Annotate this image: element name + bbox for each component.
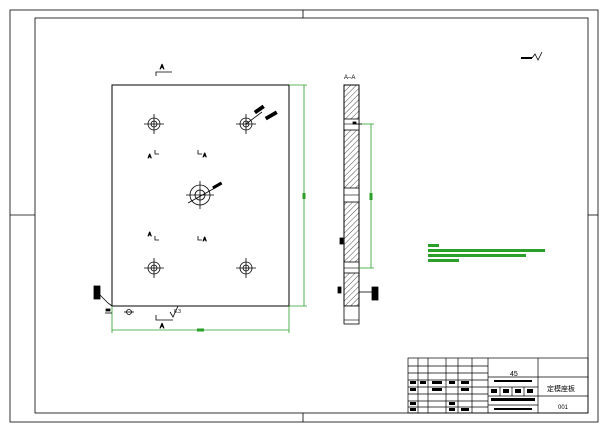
section-letter-bottom: A — [160, 324, 164, 330]
note-line — [428, 254, 526, 257]
screw-hole — [236, 258, 256, 278]
surface-finish-value: 6.3 — [174, 309, 181, 315]
corner-letter: A — [203, 237, 207, 243]
material-text: 45 — [510, 371, 518, 378]
section-corner-marks: A A A A — [148, 150, 207, 243]
section-view: A–A — [337, 75, 379, 325]
corner-letter: A — [203, 153, 207, 159]
surface-finish-symbol: 6.3 — [169, 305, 181, 318]
corner-letter: A — [148, 232, 152, 238]
part-code-text: 001 — [558, 405, 569, 411]
outer-border — [9, 9, 599, 423]
section-letter-top: A — [160, 65, 164, 71]
sheet-frame — [9, 9, 599, 423]
section-arrow-top: A — [155, 65, 172, 76]
surface-finish-note — [521, 51, 543, 61]
technical-requirements-note — [428, 244, 545, 262]
section-hole-spacing-dimension — [359, 123, 374, 269]
section-annotations — [337, 121, 379, 301]
inner-border — [34, 17, 589, 414]
hole-callout-leader — [245, 104, 278, 125]
plate-width-dimension — [111, 306, 290, 333]
title-block — [407, 357, 589, 414]
sprue-bushing-hole — [186, 181, 223, 209]
title-block-labels — [410, 380, 535, 411]
datum-annotation — [93, 285, 134, 315]
counterbore-void — [343, 261, 360, 274]
main-plate-view: A A — [93, 65, 307, 333]
part-name-text: 定模座板 — [547, 384, 575, 393]
screw-hole — [144, 258, 164, 278]
note-line — [428, 259, 459, 262]
screw-hole — [144, 114, 164, 134]
title-block-frame — [407, 357, 589, 414]
locating-ring-boss — [343, 305, 360, 325]
corner-letter: A — [148, 154, 152, 160]
note-line — [428, 249, 545, 252]
section-view-label: A–A — [344, 75, 355, 81]
note-heading — [428, 244, 439, 247]
section-arrow-bottom: A — [155, 315, 173, 330]
plate-outline — [111, 84, 290, 307]
counterbore-void — [343, 118, 360, 131]
plate-height-dimension — [289, 84, 307, 307]
